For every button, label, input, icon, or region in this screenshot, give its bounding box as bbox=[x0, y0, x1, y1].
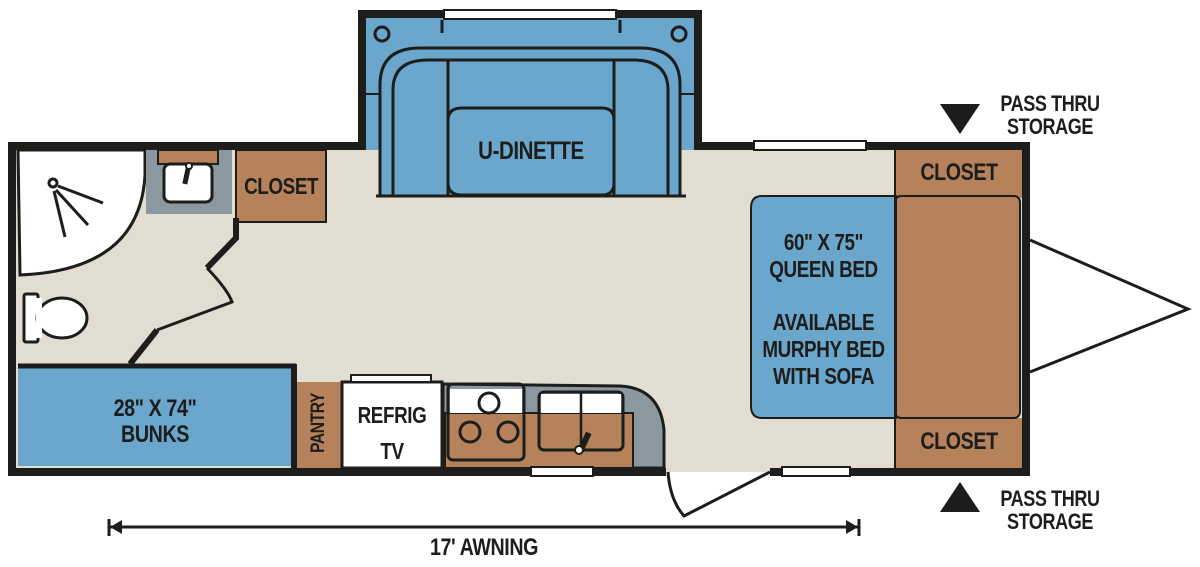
bath-door-swing bbox=[156, 266, 234, 332]
stove-burner-icon bbox=[477, 391, 501, 415]
tv-label: TV bbox=[380, 438, 404, 464]
arrow-up-icon bbox=[940, 482, 980, 512]
pass-thru-bottom-line1: PASS THRU bbox=[1000, 486, 1100, 511]
pass-thru-bottom-line2: STORAGE bbox=[1006, 509, 1093, 534]
toilet-icon bbox=[22, 292, 89, 344]
front-closet-bottom-label: CLOSET bbox=[920, 428, 998, 455]
window-icon bbox=[443, 9, 867, 477]
awning-dimension-line bbox=[107, 519, 861, 536]
u-dinette bbox=[362, 20, 698, 198]
murphy-line1: AVAILABLE bbox=[772, 309, 875, 335]
hitch-icon bbox=[1029, 238, 1192, 374]
pass-thru-top-line2: STORAGE bbox=[1006, 114, 1093, 139]
door-swing-icon bbox=[666, 470, 771, 518]
refrig-label: REFRIG bbox=[357, 402, 427, 428]
pantry-label: PANTRY bbox=[308, 393, 330, 453]
front-closet-top-label: CLOSET bbox=[920, 159, 998, 186]
murphy-line3: WITH SOFA bbox=[772, 363, 875, 389]
bath-wall bbox=[204, 218, 239, 271]
front-closet-bottom bbox=[895, 418, 1023, 468]
bath-closet-label: CLOSET bbox=[244, 173, 319, 199]
refrigerator bbox=[340, 380, 444, 470]
pass-thru-top-line1: PASS THRU bbox=[1000, 91, 1100, 116]
bunks-size-label: 28" X 74" bbox=[113, 395, 197, 422]
bed-storage bbox=[894, 195, 1021, 419]
front-closet-top bbox=[895, 148, 1023, 198]
arrow-down-icon bbox=[940, 104, 980, 134]
bath-closet bbox=[235, 149, 327, 223]
faucet-icon bbox=[578, 431, 592, 451]
awning-label: 17' AWNING bbox=[429, 534, 539, 561]
bed-size-label: 60" X 75" bbox=[783, 229, 864, 255]
pantry bbox=[297, 382, 341, 468]
bunks bbox=[18, 366, 292, 466]
bunks-label: BUNKS bbox=[121, 421, 189, 448]
exterior-walls bbox=[8, 10, 1030, 476]
shower-head-icon bbox=[47, 177, 104, 238]
dinette-label: U-DINETTE bbox=[478, 137, 584, 165]
murphy-line2: MURPHY BED bbox=[762, 336, 885, 362]
stove-icon bbox=[446, 382, 526, 462]
queen-bed bbox=[750, 195, 897, 419]
bed-label: QUEEN BED bbox=[769, 256, 878, 282]
